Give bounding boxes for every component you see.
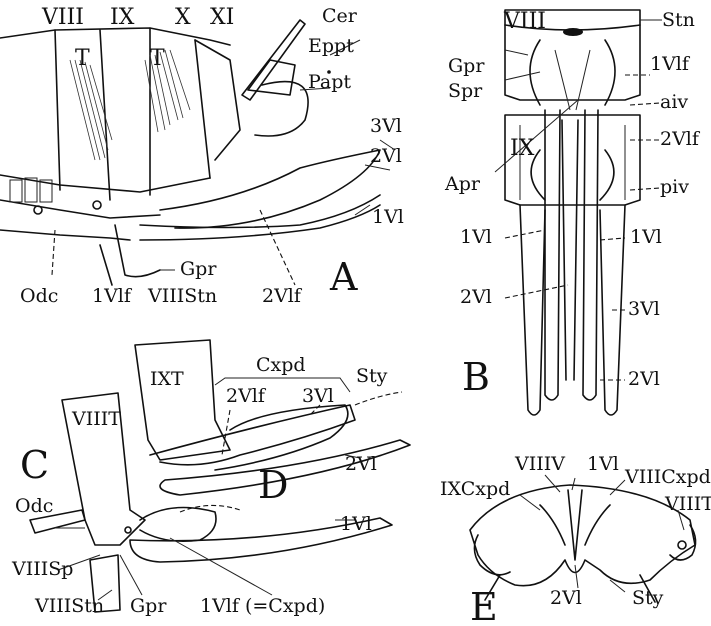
label-c-sty: Sty	[356, 365, 388, 387]
label-b-gpr: Gpr	[448, 55, 485, 77]
segment-label-b-viii: VIII	[503, 9, 546, 34]
panel-letter-b: B	[462, 355, 490, 399]
label-c-ixt: IXT	[150, 368, 184, 390]
label-e-ixcxpd: IXCxpd	[440, 478, 510, 500]
label-b-3vl: 3Vl	[628, 298, 660, 320]
label-b-spr: Spr	[448, 80, 483, 102]
segment-label-xi: XI	[210, 5, 234, 30]
panel-letter-a: A	[329, 255, 358, 299]
tergite-label-1: T	[75, 46, 90, 71]
label-b-apr: Apr	[444, 173, 481, 195]
label-b-1vl-left: 1Vl	[460, 226, 492, 248]
label-a-gpr: Gpr	[180, 258, 217, 280]
label-a-eppt: Eppt	[308, 35, 354, 57]
label-d-viiistn: VIIIStn	[34, 595, 104, 617]
segment-label-x: X	[175, 5, 191, 30]
label-e-viiiv: VIIIV	[514, 453, 565, 475]
label-c-2vlf: 2Vlf	[226, 385, 267, 407]
label-b-2vlf: 2Vlf	[660, 128, 701, 150]
panel-letter-c: C	[20, 443, 49, 487]
label-d-1vl: 1Vl	[340, 513, 372, 535]
label-b-1vl-right: 1Vl	[630, 226, 662, 248]
label-b-1vlf: 1Vlf	[650, 53, 691, 75]
label-c-viiit: VIIIT	[71, 408, 121, 430]
panel-letter-d: D	[258, 463, 288, 507]
label-b-2vl-left: 2Vl	[460, 286, 492, 308]
label-e-2vl: 2Vl	[550, 587, 582, 609]
label-b-2vl-bottom: 2Vl	[628, 368, 660, 390]
label-d-odc: Odc	[15, 495, 53, 517]
label-d-1vlf-cxpd: 1Vlf (=Cxpd)	[200, 595, 325, 617]
label-d-viiisp: VIIISp	[11, 558, 73, 580]
segment-label-b-ix: IX	[510, 136, 535, 161]
label-c-3vl: 3Vl	[302, 385, 334, 407]
panel-cd: IXT Cxpd Sty 2Vlf 3Vl VIIIT 2Vl C D Odc …	[11, 340, 410, 617]
label-e-sty: Sty	[632, 587, 664, 609]
panel-b: VIII IX Stn 1Vlf Gpr Spr aiv 2Vlf Apr pi…	[444, 9, 701, 415]
label-b-aiv: aiv	[660, 91, 688, 113]
panel-a: VIII IX X XI T T Cer Eppt Papt 3Vl 2Vl 1…	[0, 5, 404, 307]
label-e-1vl: 1Vl	[587, 453, 619, 475]
panel-letter-e: E	[470, 585, 498, 626]
label-e-viiit: VIIIT	[664, 493, 711, 515]
segment-label-viii: VIII	[41, 5, 84, 30]
label-d-gpr: Gpr	[130, 595, 167, 617]
label-a-2vl: 2Vl	[370, 145, 402, 167]
label-a-odc: Odc	[20, 285, 58, 307]
label-a-viiistn: VIIIStn	[147, 285, 217, 307]
label-a-2vlf: 2Vlf	[262, 285, 303, 307]
label-c-2vl: 2Vl	[345, 453, 377, 475]
label-b-piv: piv	[660, 176, 689, 198]
label-b-stn: Stn	[662, 9, 695, 31]
label-a-1vlf: 1Vlf	[92, 285, 133, 307]
label-a-cer: Cer	[322, 5, 358, 27]
panel-e: IXCxpd VIIIV 1Vl VIIICxpd VIIIT 2Vl Sty …	[440, 453, 711, 626]
tergite-label-2: T	[150, 46, 165, 71]
segment-label-ix: IX	[110, 5, 135, 30]
label-c-cxpd: Cxpd	[256, 354, 306, 376]
label-a-3vl: 3Vl	[370, 115, 402, 137]
label-a-1vl: 1Vl	[372, 206, 404, 228]
label-e-viiicxpd: VIIICxpd	[624, 466, 711, 488]
label-a-papt: Papt	[308, 71, 351, 93]
